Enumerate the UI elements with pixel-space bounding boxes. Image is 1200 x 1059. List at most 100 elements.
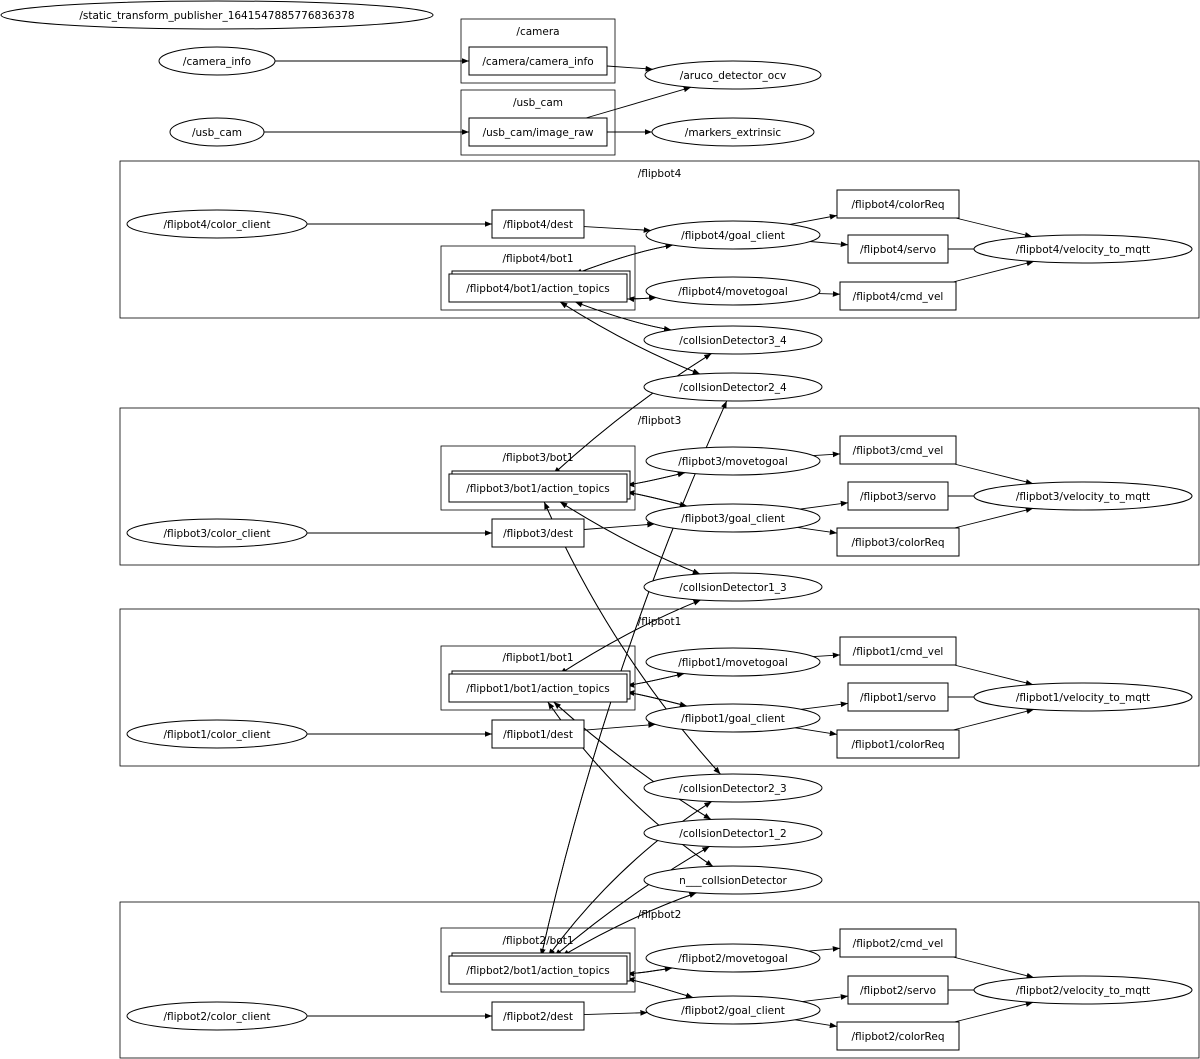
edge-camera-camera-info-to-aruco <box>606 65 653 72</box>
node-cd3-4[interactable]: /collsionDetector3_4 <box>643 325 823 355</box>
node-fb2-servo[interactable]: /flipbot2/servo <box>847 975 949 1005</box>
node-shape <box>847 234 949 264</box>
node-fb1-action[interactable]: /flipbot1/bot1/action_topics <box>448 670 631 703</box>
node-fb4-action[interactable]: /flipbot4/bot1/action_topics <box>448 270 631 303</box>
node-shape <box>973 481 1193 511</box>
node-cd2-3[interactable]: /collsionDetector2_3 <box>643 773 823 803</box>
node-label: /flipbot4/servo <box>860 244 936 256</box>
cluster-label: /flipbot4/bot1 <box>502 253 573 265</box>
node-fb2-color-client[interactable]: /flipbot2/color_client <box>126 1001 308 1031</box>
node-fb2-action[interactable]: /flipbot2/bot1/action_topics <box>448 952 631 985</box>
node-label: /usb_cam/image_raw <box>483 127 594 139</box>
node-shape <box>645 446 821 476</box>
node-label: /flipbot2/bot1/action_topics <box>466 965 610 977</box>
edge-fb3-goal-client-to-fb3-servo <box>799 500 849 510</box>
node-fb4-goal-client[interactable]: /flipbot4/goal_client <box>645 220 821 250</box>
node-label: /flipbot1/velocity_to_mqtt <box>1016 692 1150 704</box>
node-fb4-movetogoal[interactable]: /flipbot4/movetogoal <box>645 276 821 306</box>
edge-fb2-goal-client-to-fb2-servo <box>802 994 849 1003</box>
edge-fb4-goal-client-to-fb4-servo <box>809 241 849 248</box>
edge-fb2-goal-client-to-fb2-colorReq <box>795 1019 838 1029</box>
node-label: /flipbot2/movetogoal <box>678 953 787 965</box>
node-fb3-velocity[interactable]: /flipbot3/velocity_to_mqtt <box>973 481 1193 511</box>
node-fb4-dest[interactable]: /flipbot4/dest <box>491 209 585 239</box>
node-fb4-servo[interactable]: /flipbot4/servo <box>847 234 949 264</box>
node-fb3-action[interactable]: /flipbot3/bot1/action_topics <box>448 470 631 503</box>
node-cd1-3[interactable]: /collsionDetector1_3 <box>643 572 823 602</box>
node-shape <box>126 209 308 239</box>
node-aruco[interactable]: /aruco_detector_ocv <box>644 60 822 90</box>
node-label: /flipbot2/color_client <box>163 1011 270 1023</box>
node-fb4-cmd-vel[interactable]: /flipbot4/cmd_vel <box>839 281 957 311</box>
node-camera-info-n[interactable]: /camera_info <box>158 46 276 76</box>
node-fb1-colorReq[interactable]: /flipbot1/colorReq <box>836 729 960 759</box>
node-cd1-2[interactable]: /collsionDetector1_2 <box>643 818 823 848</box>
node-fb2-dest[interactable]: /flipbot2/dest <box>491 1001 585 1031</box>
edge-fb2-colorReq-to-fb2-velocity <box>954 1001 1034 1023</box>
edge-fb1-colorReq-to-fb1-velocity <box>952 708 1034 731</box>
node-fb1-dest[interactable]: /flipbot1/dest <box>491 719 585 749</box>
node-shape <box>643 372 823 402</box>
node-shape <box>126 1001 308 1031</box>
node-label: /flipbot1/colorReq <box>852 739 945 751</box>
node-fb4-colorReq[interactable]: /flipbot4/colorReq <box>836 189 960 219</box>
node-fb3-goal-client[interactable]: /flipbot3/goal_client <box>645 503 821 533</box>
cluster-camera: /camera <box>460 18 616 84</box>
node-label: /flipbot4/movetogoal <box>678 286 787 298</box>
node-fb1-color-client[interactable]: /flipbot1/color_client <box>126 719 308 749</box>
edge-cd1-2-to-fb1-action <box>553 701 712 820</box>
node-fb2-movetogoal[interactable]: /flipbot2/movetogoal <box>645 943 821 973</box>
node-fb4-velocity[interactable]: /flipbot4/velocity_to_mqtt <box>973 234 1193 264</box>
node-shape <box>645 503 821 533</box>
node-fb1-servo[interactable]: /flipbot1/servo <box>847 682 949 712</box>
cluster-flipbot2-bot1: /flipbot2/bot1 <box>440 927 636 993</box>
node-cd2-4[interactable]: /collsionDetector2_4 <box>643 372 823 402</box>
node-usb-cam-n[interactable]: /usb_cam <box>169 117 265 147</box>
edge-cd1-3-to-fb3-action <box>559 501 701 575</box>
node-fb2-colorReq[interactable]: /flipbot2/colorReq <box>836 1021 960 1051</box>
edge-fb3-goal-client-to-fb3-colorReq <box>797 526 838 535</box>
node-static-tf[interactable]: /static_transform_publisher_164154788577… <box>0 0 434 30</box>
node-fb1-goal-client[interactable]: /flipbot1/goal_client <box>645 703 821 733</box>
node-shape <box>158 46 276 76</box>
node-fb1-cmd-vel[interactable]: /flipbot1/cmd_vel <box>839 636 957 666</box>
node-label: /flipbot2/servo <box>860 985 936 997</box>
edge-fb2-action-to-n-cd <box>561 892 697 957</box>
node-shape <box>643 773 823 803</box>
node-fb3-movetogoal[interactable]: /flipbot3/movetogoal <box>645 446 821 476</box>
node-fb1-movetogoal[interactable]: /flipbot1/movetogoal <box>645 647 821 677</box>
edge-fb4-movetogoal-to-fb4-cmd-vel <box>817 291 841 297</box>
node-label: /flipbot4/cmd_vel <box>853 291 944 303</box>
node-shape <box>643 865 823 895</box>
node-fb2-goal-client[interactable]: /flipbot2/goal_client <box>645 995 821 1025</box>
node-fb3-servo[interactable]: /flipbot3/servo <box>847 481 949 511</box>
node-shape <box>643 818 823 848</box>
node-label: /flipbot3/servo <box>860 491 936 503</box>
node-shape <box>651 117 815 147</box>
node-shape <box>643 325 823 355</box>
edge-fb4-cmd-vel-to-fb4-velocity <box>952 260 1034 283</box>
node-label: /camera/camera_info <box>482 56 593 68</box>
node-label: /flipbot4/color_client <box>163 219 270 231</box>
cluster-frame <box>440 445 636 511</box>
node-label: /flipbot3/dest <box>503 528 573 540</box>
node-fb2-velocity[interactable]: /flipbot2/velocity_to_mqtt <box>973 975 1193 1005</box>
node-fb4-color-client[interactable]: /flipbot4/color_client <box>126 209 308 239</box>
node-shape <box>847 975 949 1005</box>
node-usb-cam-image-raw[interactable]: /usb_cam/image_raw <box>468 117 608 147</box>
cluster-label: /flipbot2/bot1 <box>502 935 573 947</box>
cluster-frame <box>119 160 1200 319</box>
node-fb2-cmd-vel[interactable]: /flipbot2/cmd_vel <box>839 928 957 958</box>
node-label: /flipbot3/colorReq <box>852 537 945 549</box>
edge-fb3-movetogoal-to-fb3-action <box>626 472 686 488</box>
node-n-cd[interactable]: n___collsionDetector <box>643 865 823 895</box>
node-camera-camera-info[interactable]: /camera/camera_info <box>468 46 608 76</box>
node-fb1-velocity[interactable]: /flipbot1/velocity_to_mqtt <box>973 682 1193 712</box>
node-fb3-colorReq[interactable]: /flipbot3/colorReq <box>836 527 960 557</box>
node-fb3-color-client[interactable]: /flipbot3/color_client <box>126 518 308 548</box>
node-label: /flipbot3/velocity_to_mqtt <box>1016 491 1150 503</box>
node-markers-extrinsic[interactable]: /markers_extrinsic <box>651 117 815 147</box>
node-fb3-dest[interactable]: /flipbot3/dest <box>491 518 585 548</box>
node-fb3-cmd-vel[interactable]: /flipbot3/cmd_vel <box>839 435 957 465</box>
node-label: /collsionDetector1_2 <box>679 828 786 840</box>
